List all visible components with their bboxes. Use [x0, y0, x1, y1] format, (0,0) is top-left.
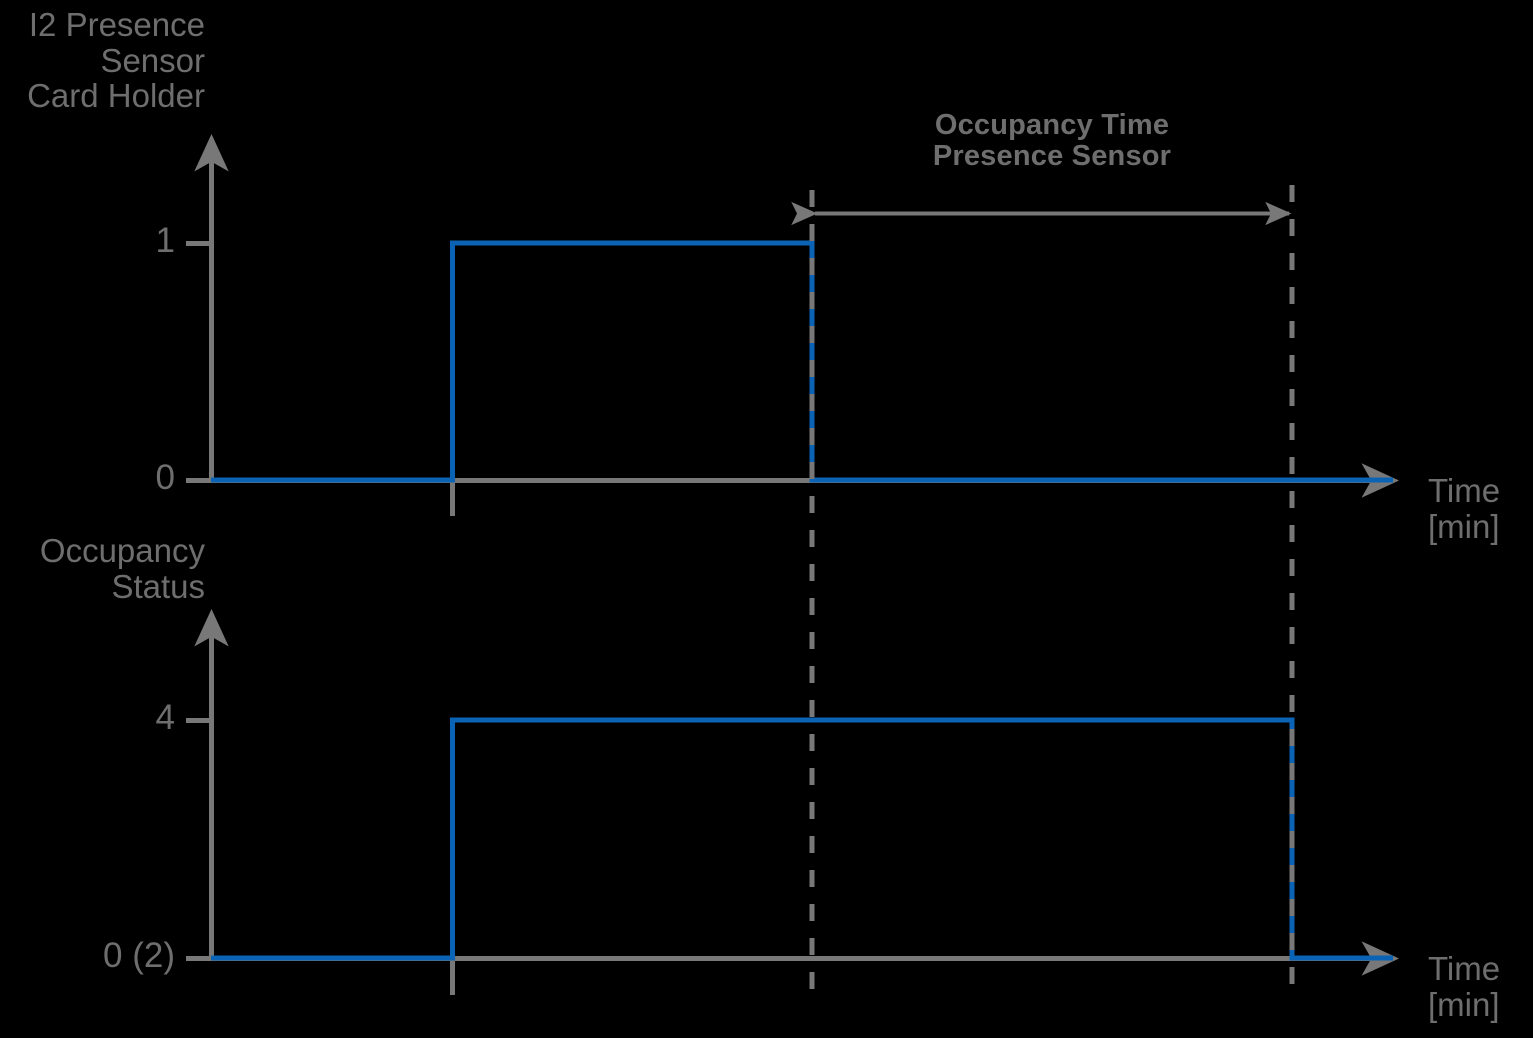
y-tick-label-occupancy-0: 0 (2) [103, 936, 175, 975]
y-tick-label-presence-1: 1 [155, 221, 175, 260]
panel-occupancy-status [186, 608, 1400, 995]
signal-trace-occupancy [211, 717, 1393, 961]
y-tick-label-occupancy-4: 4 [155, 698, 175, 737]
y-axis-title-line-1: I2 Presence [28, 6, 205, 43]
annotation-line-1: Occupancy Time [934, 109, 1170, 141]
y-axis-title-line-3: Card Holder [27, 77, 205, 115]
y-tick-label-presence-0: 0 [155, 458, 175, 497]
x-axis-label-line-1: Time [1428, 950, 1501, 987]
x-axis-label-line-2: [min] [1428, 985, 1500, 1023]
y-axis-title-line-1: Occupancy [39, 532, 205, 569]
y-axis-title-line-2: Sensor [100, 41, 205, 79]
x-axis-label-line-2: [min] [1428, 507, 1500, 545]
x-axis-label-line-1: Time [1428, 472, 1501, 509]
panel-presence-sensor [186, 133, 1400, 516]
signal-trace-presence [211, 240, 1393, 483]
annotation-line-2: Presence Sensor [932, 140, 1172, 173]
x-axis-label-presence-sensor: Time[min] [1428, 473, 1533, 544]
y-axis-title-line-2: Status [111, 567, 205, 605]
x-axis-label-occupancy-status: Time[min] [1428, 951, 1533, 1022]
